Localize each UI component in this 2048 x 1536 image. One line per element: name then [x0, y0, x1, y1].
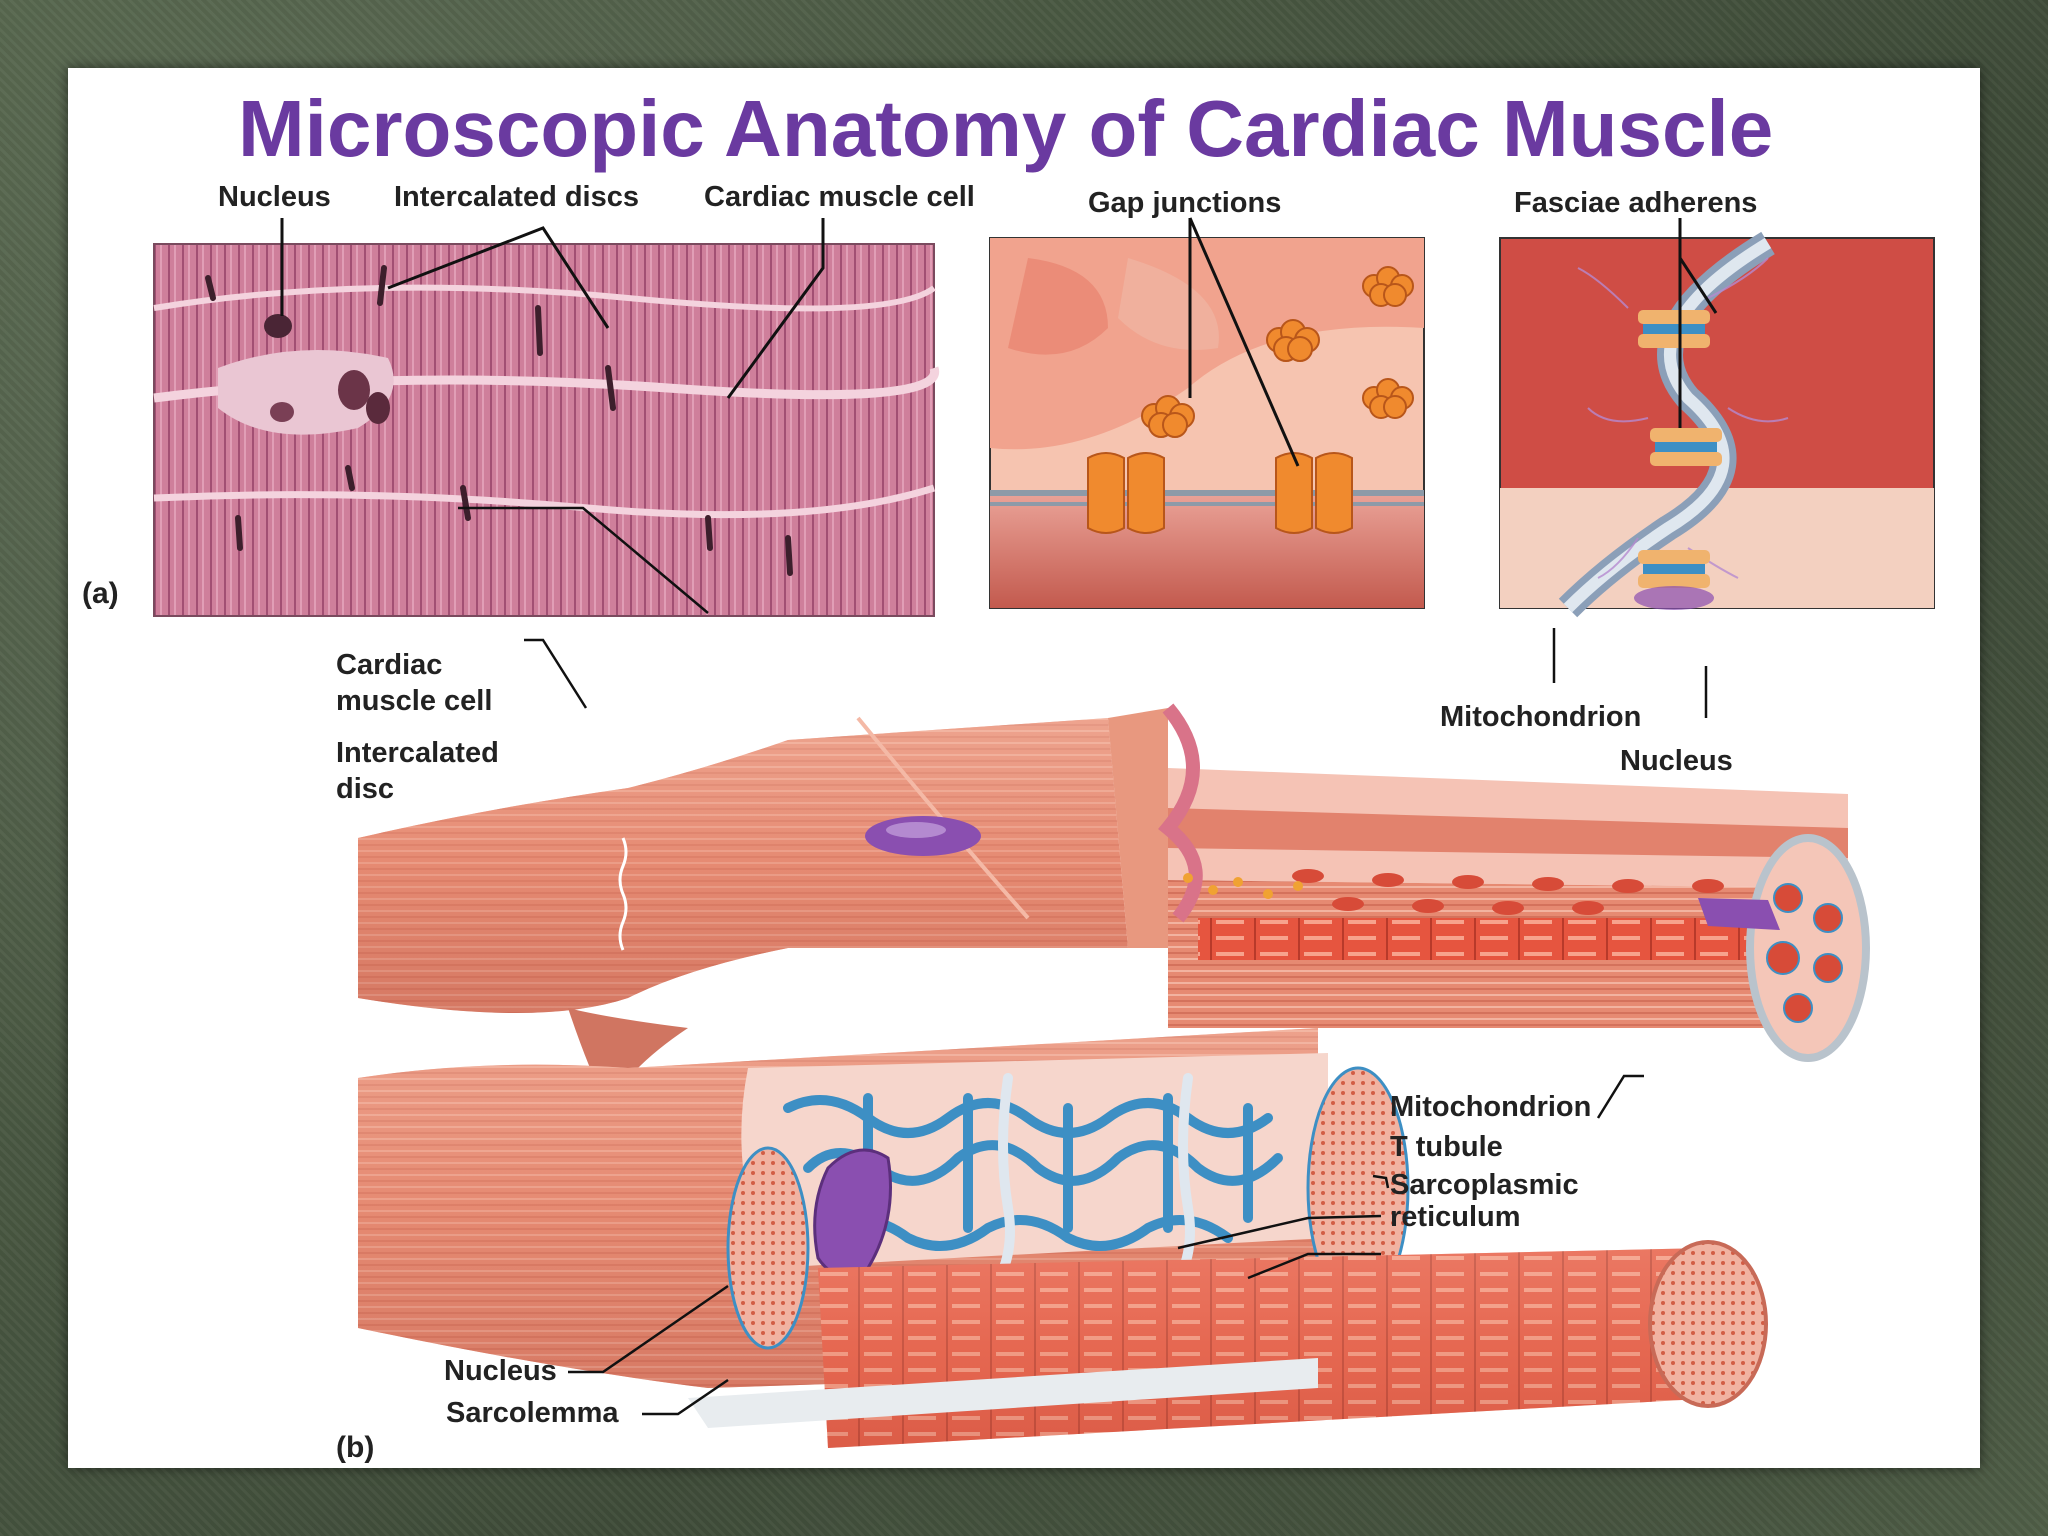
- label-nucleus-bottom: Nucleus: [444, 1355, 557, 1387]
- label-sarcolemma: Sarcolemma: [446, 1397, 619, 1429]
- label-cardiac-muscle-cell-a: Cardiac muscle cell: [704, 181, 975, 213]
- diagram-artwork: [153, 217, 1935, 1448]
- slide: Microscopic Anatomy of Cardiac Muscle: [68, 68, 1980, 1468]
- label-sarcoplasmic-line1: Sarcoplasmic: [1390, 1169, 1579, 1201]
- label-gap-junctions: Gap junctions: [1088, 187, 1282, 219]
- label-sarcoplasmic-line2: reticulum: [1390, 1201, 1521, 1233]
- upper-cardiac-fiber: [358, 703, 1870, 1108]
- histology-micrograph: [153, 218, 940, 617]
- slide-title: Microscopic Anatomy of Cardiac Muscle: [238, 84, 1774, 173]
- label-t-tubule: T tubule: [1390, 1131, 1503, 1163]
- label-cardiac-muscle-cell-b-line2: muscle cell: [336, 685, 493, 717]
- lower-cardiac-fiber: [358, 506, 1768, 1448]
- label-nucleus-top: Nucleus: [1620, 745, 1733, 777]
- label-mitochondrion-bottom: Mitochondrion: [1390, 1091, 1592, 1123]
- label-fasciae-adherens: Fasciae adherens: [1514, 187, 1758, 219]
- label-cardiac-muscle-cell-b-line1: Cardiac: [336, 649, 443, 681]
- label-intercalated-discs: Intercalated discs: [394, 181, 639, 213]
- label-intercalated-disc-line1: Intercalated: [336, 737, 499, 769]
- panel-b-tag: (b): [336, 1431, 375, 1464]
- label-intercalated-disc-line2: disc: [336, 773, 395, 805]
- label-nucleus-a: Nucleus: [218, 181, 331, 213]
- panel-a-tag: (a): [82, 577, 119, 610]
- fasciae-adherens-panel: [1499, 218, 1935, 618]
- gap-junction-panel: [989, 217, 1425, 609]
- label-mitochondrion-top: Mitochondrion: [1440, 701, 1642, 733]
